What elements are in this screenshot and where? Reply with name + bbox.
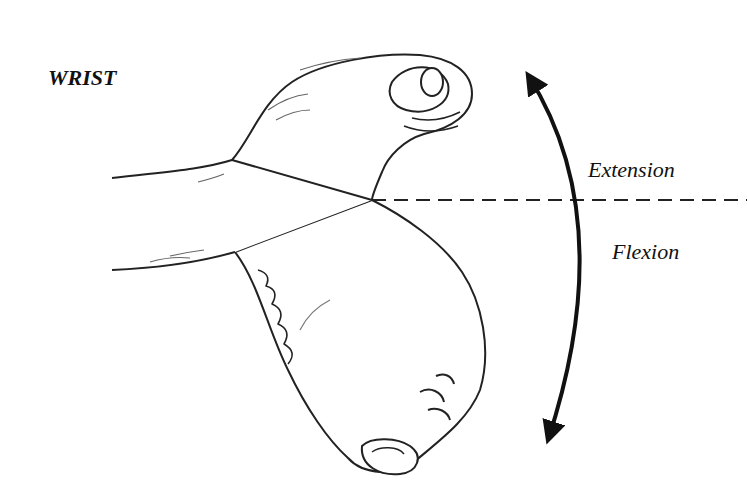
motion-label: Flexion <box>612 240 679 264</box>
neutral-line <box>372 199 747 201</box>
motion-label: Extension <box>588 158 675 182</box>
flexed-hand <box>235 200 485 474</box>
joint-title: WRIST <box>48 66 116 90</box>
motion-arrow <box>528 75 580 440</box>
extended-hand <box>232 54 472 200</box>
